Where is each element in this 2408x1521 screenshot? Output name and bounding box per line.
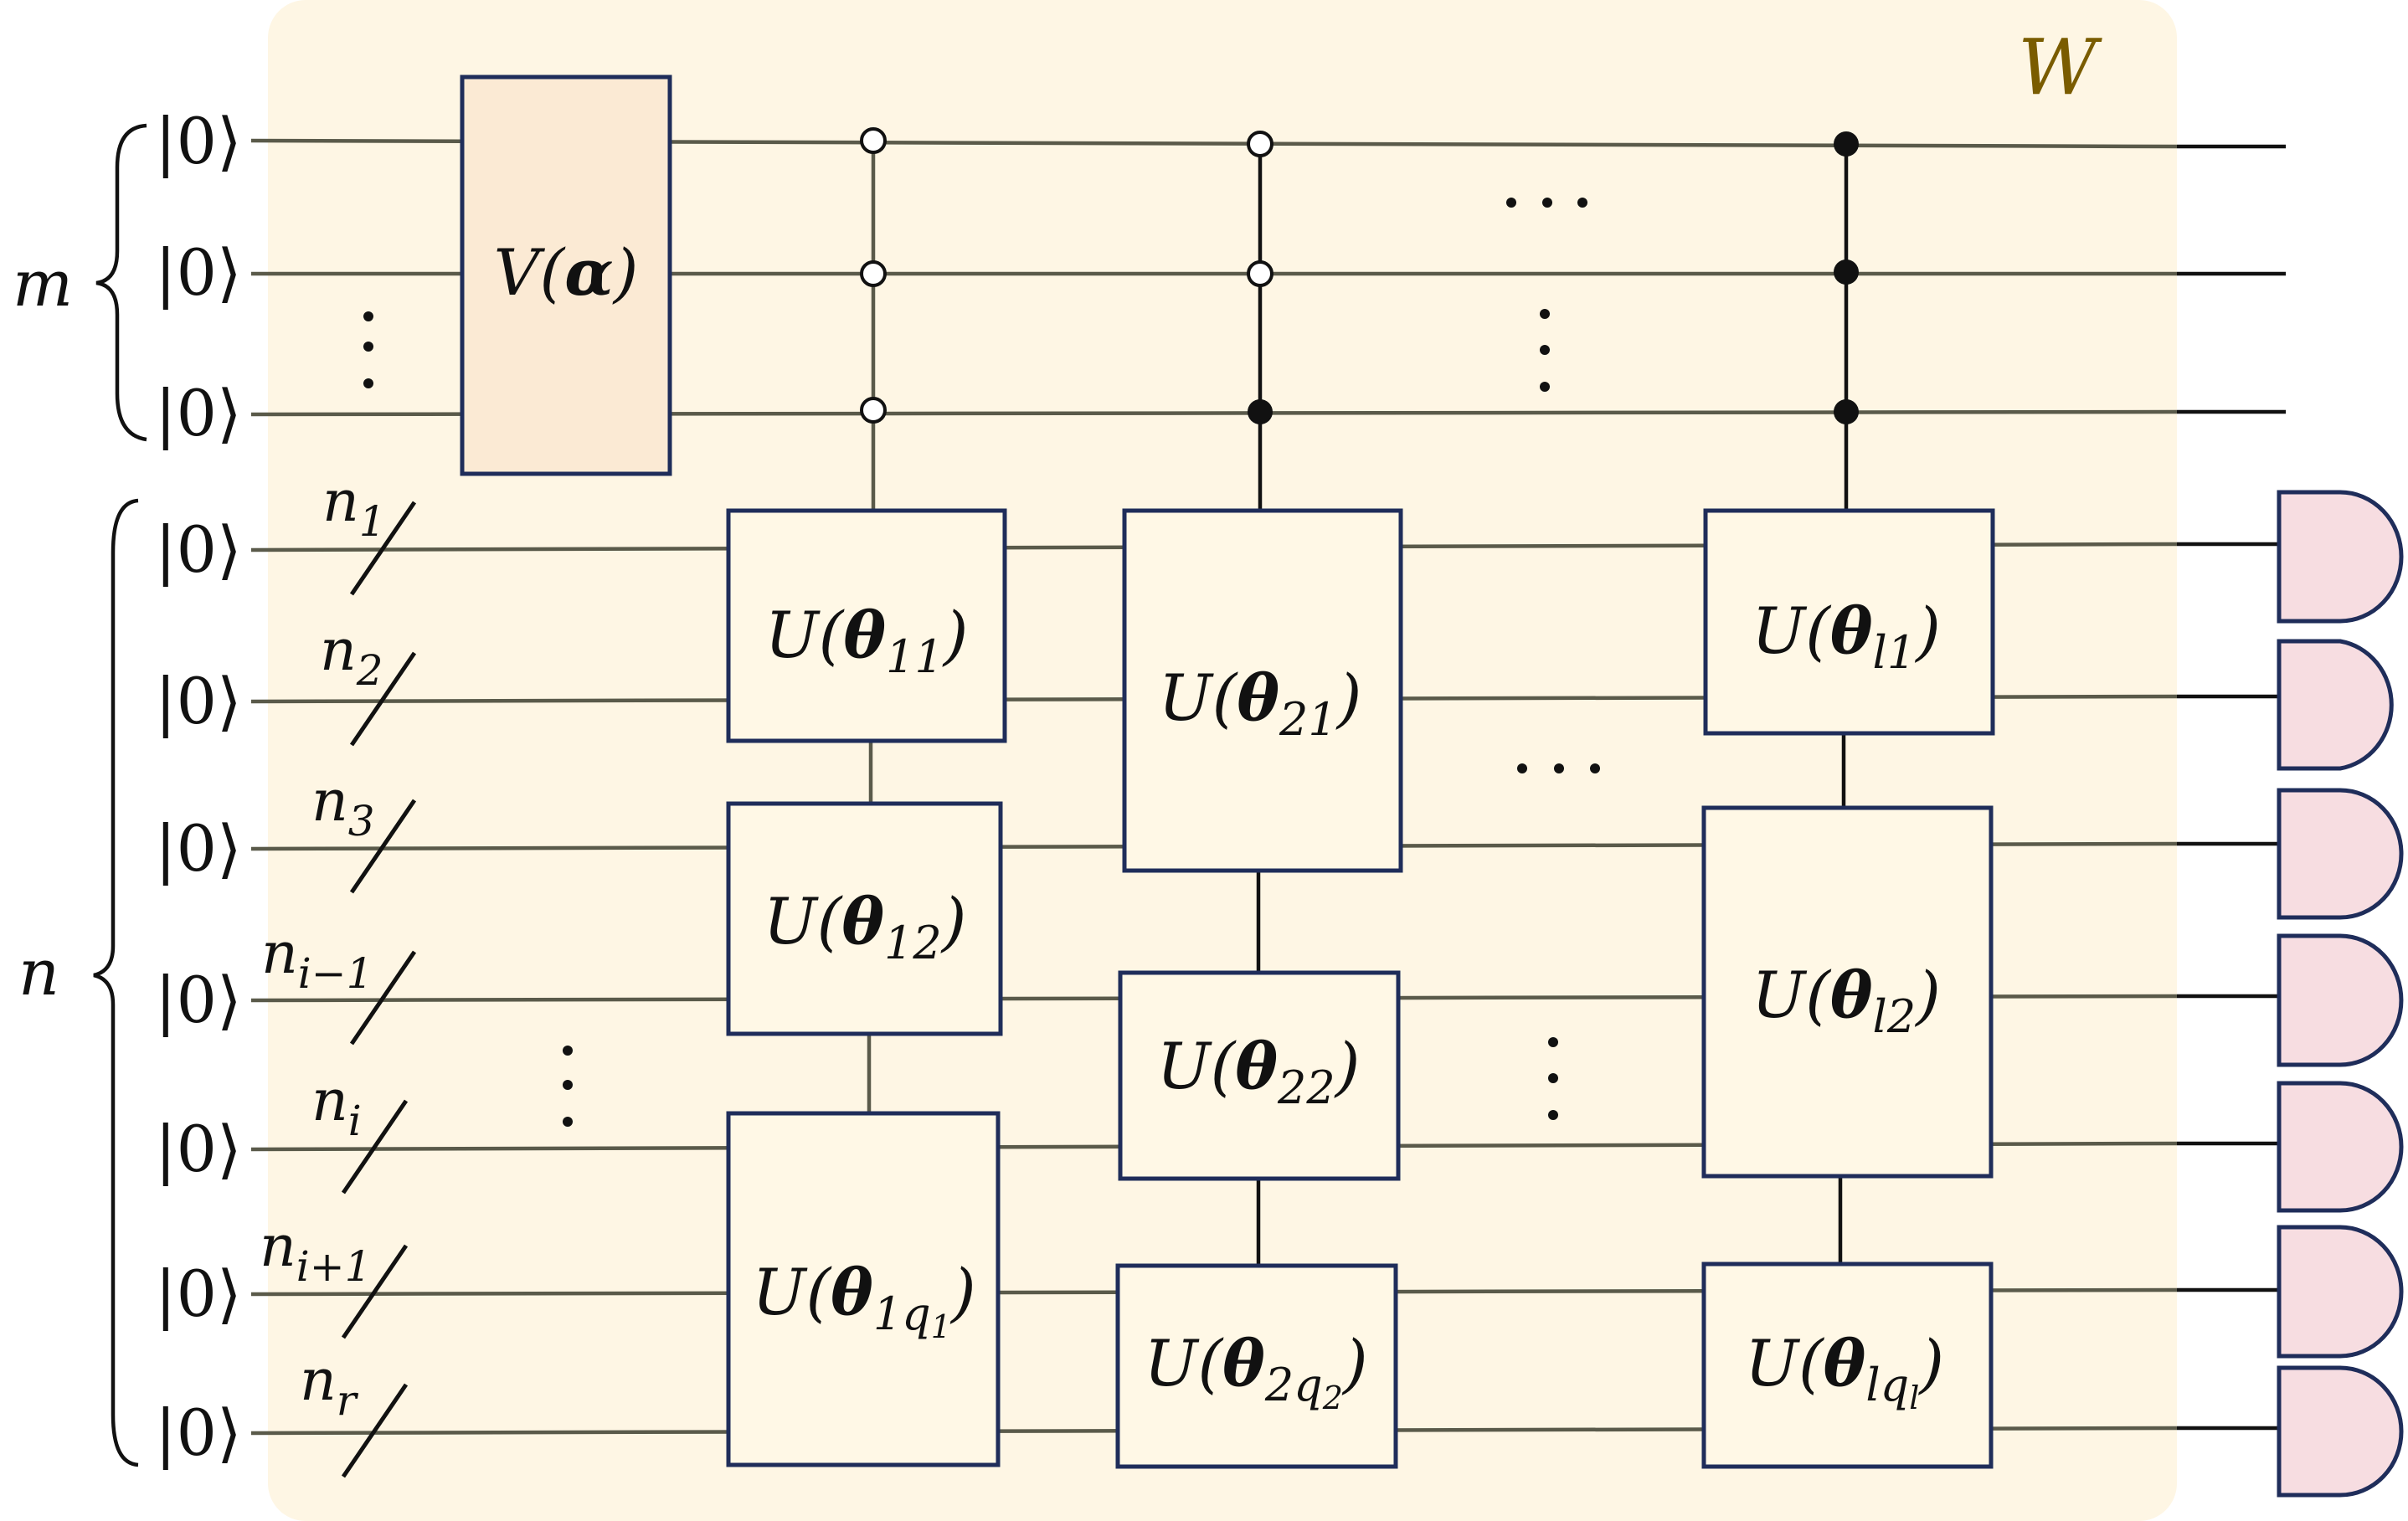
columnL-gates: U(θl1) U(θl2) U(θlql) — [1701, 508, 1995, 1469]
w-region-label: W — [2018, 23, 2102, 112]
control-open-2a — [1247, 131, 1273, 157]
control-filled-la — [1834, 131, 1859, 157]
ket-m1: |0⟩ — [155, 104, 242, 178]
ket-m3: |0⟩ — [155, 376, 242, 450]
input-kets: |0⟩ |0⟩ |0⟩ |0⟩ |0⟩ |0⟩ |0⟩ |0⟩ |0⟩ |0⟩ — [155, 104, 242, 1470]
gate-ulql — [1701, 1262, 1994, 1469]
ket-n6: |0⟩ — [155, 1256, 242, 1331]
gate-u21-label: U(θ21) — [1159, 660, 1362, 746]
ket-n2: |0⟩ — [155, 664, 242, 738]
gate-ul1 — [1703, 508, 1995, 736]
m-ellipsis-vertical — [363, 311, 373, 388]
gate-u22 — [1118, 970, 1401, 1181]
gate-u21 — [1122, 508, 1403, 873]
register-labels: n1 n2 n3 ni−1 ni ni+1 nr — [260, 469, 386, 1425]
m-brace-label: m — [13, 246, 73, 321]
meter-1 — [2277, 490, 2404, 624]
n-brace-label: n — [18, 935, 59, 1010]
gate-u22-label: U(θ22) — [1157, 1029, 1361, 1114]
meter-5 — [2277, 1081, 2404, 1213]
control-filled-lb — [1834, 259, 1859, 285]
control-filled-2c — [1248, 399, 1273, 424]
gate-u12 — [726, 801, 1003, 1036]
gate-ul1-label: U(θl1) — [1752, 593, 1941, 679]
meter-2 — [2277, 639, 2394, 771]
column2-gates: U(θ21) U(θ22) U(θ2q2) — [1115, 508, 1403, 1469]
ket-n3: |0⟩ — [155, 811, 242, 886]
meter-3 — [2277, 788, 2404, 920]
column2-controls — [1247, 131, 1273, 1266]
columnL-controls — [1834, 131, 1859, 1264]
meter-7 — [2277, 1365, 2404, 1498]
ket-n5: |0⟩ — [155, 1112, 242, 1186]
middle-ellipses — [1506, 198, 1600, 1120]
n-ellipsis-vertical-left — [563, 1046, 573, 1127]
gate-ul2 — [1701, 805, 1994, 1179]
ket-m2: |0⟩ — [155, 235, 242, 310]
measurement-meters — [2277, 490, 2404, 1498]
ket-n4: |0⟩ — [155, 963, 242, 1037]
control-open-2b — [1247, 260, 1273, 287]
meter-4 — [2277, 933, 2404, 1067]
m-brace — [95, 123, 147, 442]
register-slashes — [341, 501, 417, 1478]
gate-u2q2 — [1115, 1263, 1398, 1469]
register-label-n1: n1 — [322, 469, 386, 546]
register-label-nr: nr — [300, 1348, 359, 1425]
n-brace — [93, 498, 139, 1467]
control-open-1a — [860, 127, 887, 154]
v-alpha-gate-label: V(α) — [494, 235, 639, 310]
ket-n1: |0⟩ — [155, 512, 242, 587]
column1-controls — [860, 127, 887, 1113]
ket-n7: |0⟩ — [155, 1395, 242, 1470]
control-open-1b — [860, 260, 887, 287]
v-alpha-gate — [460, 75, 672, 476]
control-filled-lc — [1834, 399, 1859, 424]
meter-6 — [2277, 1225, 2404, 1359]
column1-gates: U(θ11) U(θ12) U(θ1q1) — [726, 508, 1007, 1467]
gate-u11 — [726, 508, 1007, 743]
control-open-1c — [860, 397, 887, 424]
gate-u1q1 — [726, 1111, 1001, 1467]
